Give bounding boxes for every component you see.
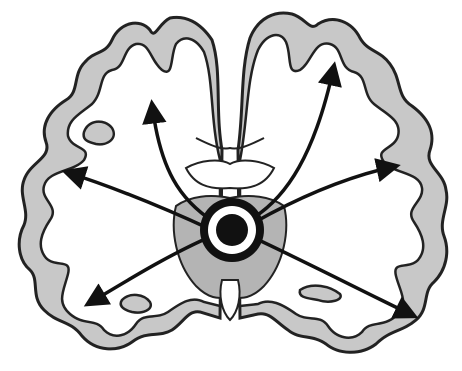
lesion-core — [216, 214, 248, 246]
left-sulcus-loop — [84, 122, 114, 145]
midline-structure — [220, 280, 239, 320]
left-sulcus-loop-lower — [121, 295, 151, 313]
left-white-matter — [41, 38, 220, 335]
central-lesion-target — [200, 198, 264, 262]
